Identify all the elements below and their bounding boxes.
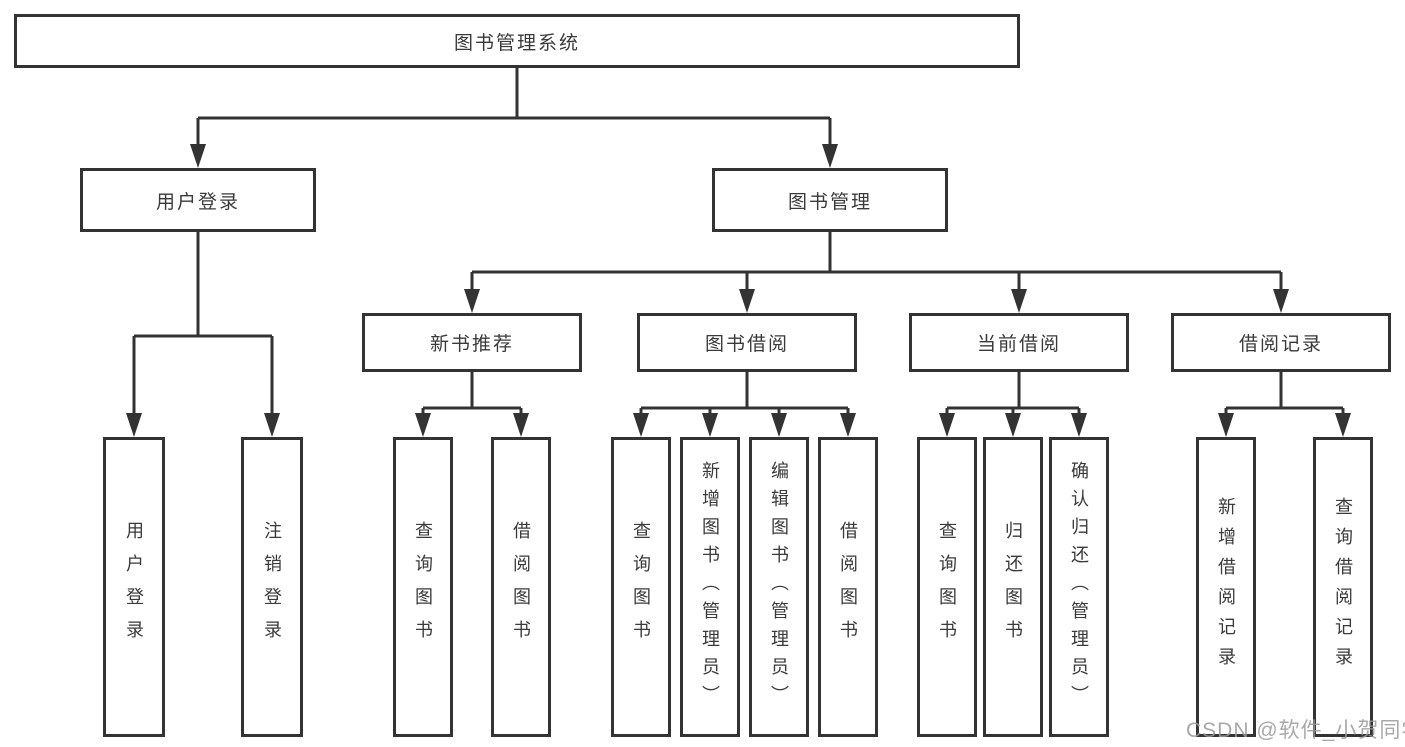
node-label: 当前借阅 bbox=[976, 334, 1061, 355]
arrowhead-icon bbox=[513, 413, 529, 437]
node-borrow-records: 借阅记录 bbox=[1171, 313, 1391, 372]
node-book-borrow: 图书借阅 bbox=[637, 313, 857, 372]
arrowhead-icon bbox=[939, 413, 955, 437]
node-label: 查询图书 bbox=[631, 521, 651, 653]
node-leaf-add-borrow-record: 新增借阅记录 bbox=[1196, 437, 1256, 737]
node-label: 编辑图书（管理员） bbox=[769, 461, 789, 713]
node-leaf-return-books: 归还图书 bbox=[983, 437, 1043, 737]
arrowhead-icon bbox=[771, 413, 787, 437]
arrowhead-icon bbox=[822, 144, 838, 168]
arrowhead-icon bbox=[702, 413, 718, 437]
edge-current-borrow-children bbox=[939, 372, 1087, 437]
node-current-borrow: 当前借阅 bbox=[909, 313, 1129, 372]
node-new-book-recommend: 新书推荐 bbox=[362, 313, 582, 372]
arrowhead-icon bbox=[264, 413, 280, 437]
arrowhead-icon bbox=[739, 289, 755, 313]
node-label: 查询图书 bbox=[413, 521, 433, 653]
node-label: 用户登录 bbox=[124, 521, 144, 653]
arrowhead-icon bbox=[1071, 413, 1087, 437]
node-label: 新增借阅记录 bbox=[1216, 497, 1236, 677]
arrowhead-icon bbox=[1005, 413, 1021, 437]
node-leaf-confirm-return-admin: 确认归还（管理员） bbox=[1049, 437, 1109, 737]
node-label: 图书管理系统 bbox=[453, 32, 580, 54]
node-leaf-user-login: 用户登录 bbox=[103, 437, 165, 737]
node-label: 新书推荐 bbox=[429, 334, 514, 355]
node-label: 注销登录 bbox=[262, 521, 282, 653]
edge-user-login-children bbox=[126, 232, 280, 437]
arrowhead-icon bbox=[1011, 289, 1027, 313]
node-leaf-query-borrow-record: 查询借阅记录 bbox=[1313, 437, 1373, 737]
arrowhead-icon bbox=[126, 413, 142, 437]
node-user-login: 用户登录 bbox=[80, 168, 316, 232]
node-leaf-query-books-current: 查询图书 bbox=[917, 437, 977, 737]
edge-book-borrow-children bbox=[633, 372, 856, 437]
arrowhead-icon bbox=[1273, 289, 1289, 313]
edge-book-management-children bbox=[464, 232, 1289, 313]
arrowhead-icon bbox=[464, 289, 480, 313]
arrowhead-icon bbox=[415, 413, 431, 437]
node-label: 图书借阅 bbox=[704, 334, 789, 355]
arrowhead-icon bbox=[633, 413, 649, 437]
node-label: 归还图书 bbox=[1003, 521, 1023, 653]
node-label: 借阅图书 bbox=[838, 521, 858, 653]
node-leaf-query-books-recommend: 查询图书 bbox=[393, 437, 453, 737]
arrowhead-icon bbox=[1335, 413, 1351, 437]
node-label: 确认归还（管理员） bbox=[1069, 461, 1089, 713]
node-label: 借阅图书 bbox=[511, 521, 531, 653]
node-label: 查询图书 bbox=[937, 521, 957, 653]
node-label: 查询借阅记录 bbox=[1333, 497, 1353, 677]
edge-borrow-records-children bbox=[1218, 372, 1351, 437]
node-leaf-logout: 注销登录 bbox=[241, 437, 303, 737]
node-label: 用户登录 bbox=[155, 191, 240, 213]
node-book-management: 图书管理 bbox=[712, 168, 948, 232]
arrowhead-icon bbox=[1218, 413, 1234, 437]
node-leaf-edit-books-admin: 编辑图书（管理员） bbox=[749, 437, 809, 737]
arrowhead-icon bbox=[840, 413, 856, 437]
node-label: 图书管理 bbox=[787, 191, 872, 213]
csdn-watermark: CSDN @软件_小贺同学 bbox=[1186, 719, 1405, 742]
edge-root-to-level2 bbox=[190, 68, 838, 168]
node-leaf-query-books: 查询图书 bbox=[611, 437, 671, 737]
edge-new-book-recommend-children bbox=[415, 372, 529, 437]
node-library-management-system: 图书管理系统 bbox=[14, 14, 1020, 68]
node-label: 借阅记录 bbox=[1238, 334, 1323, 355]
node-leaf-borrow-books-recommend: 借阅图书 bbox=[491, 437, 551, 737]
node-leaf-add-books-admin: 新增图书（管理员） bbox=[680, 437, 740, 737]
node-label: 新增图书（管理员） bbox=[700, 461, 720, 713]
arrowhead-icon bbox=[190, 144, 206, 168]
node-leaf-borrow-books: 借阅图书 bbox=[818, 437, 878, 737]
